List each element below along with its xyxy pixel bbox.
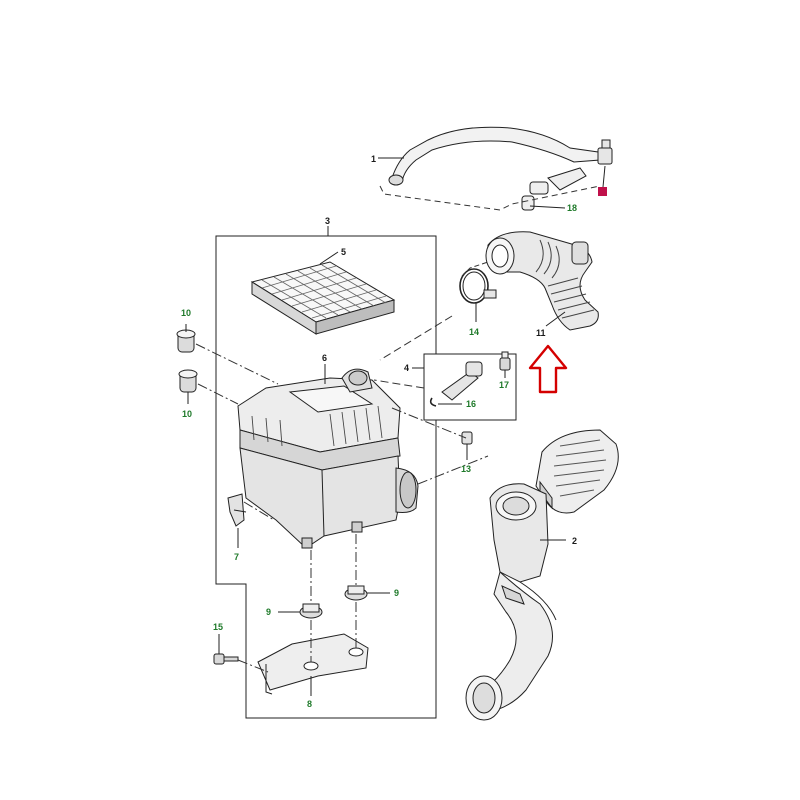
part-5-air-filter: [250, 261, 396, 335]
dashed-leader-hose: [379, 315, 453, 361]
label-part-4: 4: [404, 363, 409, 373]
label-part-14: 14: [469, 327, 479, 337]
part-17-fastener: [499, 351, 511, 371]
part-2-intake-duct: [465, 429, 619, 721]
label-part-9-left: 9: [266, 607, 271, 617]
red-square-marker: [598, 187, 607, 196]
label-part-2: 2: [572, 536, 577, 546]
part-6-air-cleaner-housing: [237, 368, 419, 549]
leader-marker: [602, 165, 606, 188]
dashed-outline-top: [379, 185, 601, 211]
label-part-8: 8: [307, 699, 312, 709]
label-part-11: 11: [536, 328, 546, 338]
label-part-1: 1: [371, 154, 376, 164]
label-part-15: 15: [213, 622, 223, 632]
leader-18: [529, 205, 566, 209]
dashdot-leader-7: [243, 501, 275, 521]
part-16-sensor: [429, 361, 483, 407]
part-9-mount-left: [299, 603, 323, 619]
dashdot-leader-outlet: [417, 455, 489, 485]
label-part-17: 17: [499, 380, 509, 390]
label-part-18: 18: [567, 203, 577, 213]
dashdot-leader-13: [391, 407, 467, 439]
dashed-leader-hose-2: [461, 261, 489, 277]
part-8-bracket: [257, 633, 369, 695]
part-11-intake-bellows: [485, 231, 599, 331]
part-9-mount-right: [344, 585, 368, 601]
part-10-grommet-lower: [178, 369, 198, 393]
leader-11: [545, 311, 566, 327]
part-7-clip: [227, 493, 247, 527]
label-part-13: 13: [461, 464, 471, 474]
dashed-leader-4-box: [373, 379, 425, 389]
label-part-16: 16: [466, 399, 476, 409]
label-part-10-lower: 10: [182, 409, 192, 419]
part-3-group-outline: [215, 235, 437, 719]
dashdot-leader-15: [237, 659, 269, 673]
part-18-sensor-clip: [521, 167, 587, 211]
leader-5: [319, 251, 339, 265]
label-part-10-upper: 10: [181, 308, 191, 318]
dashdot-leader-10-lower: [197, 383, 239, 405]
label-part-3: 3: [325, 216, 330, 226]
label-part-9-right: 9: [394, 588, 399, 598]
part-1-breather-hose: [388, 126, 613, 186]
label-part-6: 6: [322, 353, 327, 363]
label-part-5: 5: [341, 247, 346, 257]
part-10-grommet-upper: [176, 329, 196, 353]
part-14-hose-clamp: [459, 268, 497, 304]
part-13-pipe: [461, 431, 473, 445]
dashdot-leader-10-upper: [195, 343, 279, 385]
label-part-7: 7: [234, 552, 239, 562]
up-arrow-indicator: [528, 344, 568, 394]
